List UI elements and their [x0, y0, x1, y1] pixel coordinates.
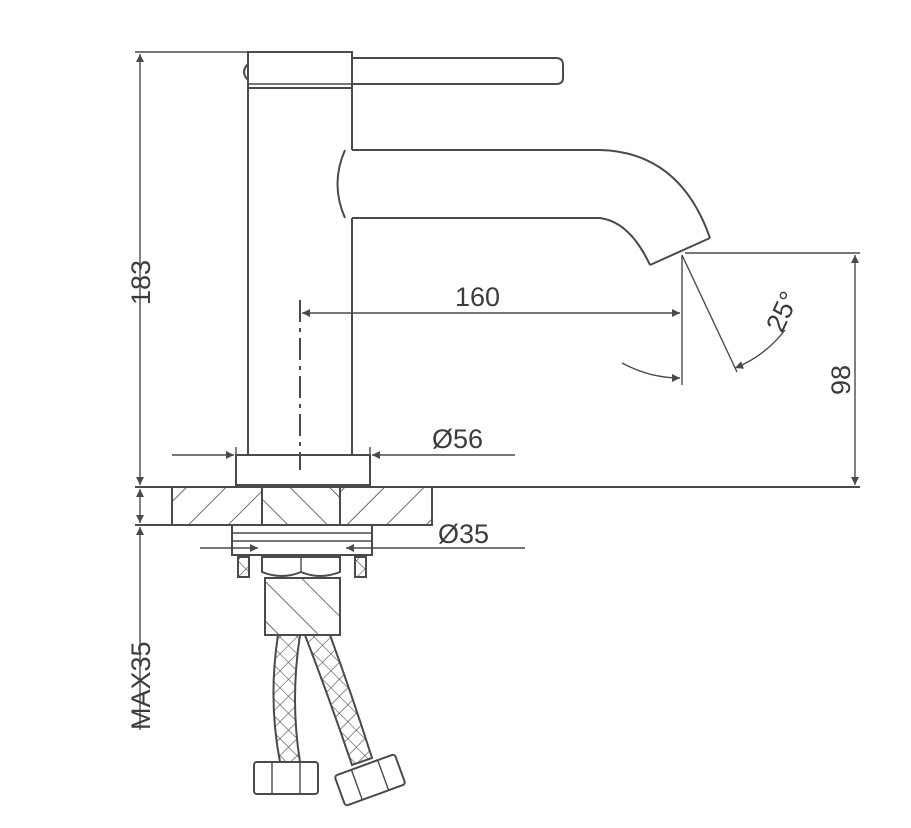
spout-height-label: 98: [826, 365, 856, 395]
supply-hoses: [253, 634, 406, 807]
shank: [264, 577, 341, 636]
reach-dimension: 160: [302, 282, 680, 317]
mounting-nut: Ø35: [200, 519, 525, 578]
spout: [336, 149, 711, 266]
base-flange: Ø56: [172, 424, 515, 486]
spout-height-dimension: 98: [685, 252, 860, 485]
total-height-label: 183: [126, 260, 156, 305]
handle: [243, 51, 564, 89]
angle-dimension: 25°: [621, 254, 805, 385]
total-height-dimension: 183: [126, 51, 248, 485]
deck-thickness-dimension: MAX35: [126, 489, 156, 730]
base-diameter-label: Ø56: [432, 424, 483, 454]
hole-diameter-label: Ø35: [438, 519, 489, 549]
reach-label: 160: [455, 282, 500, 312]
countertop-section: [135, 486, 860, 526]
angle-label: 25°: [760, 287, 804, 337]
faucet-body: [247, 88, 353, 455]
deck-thickness-label: MAX35: [126, 641, 156, 730]
